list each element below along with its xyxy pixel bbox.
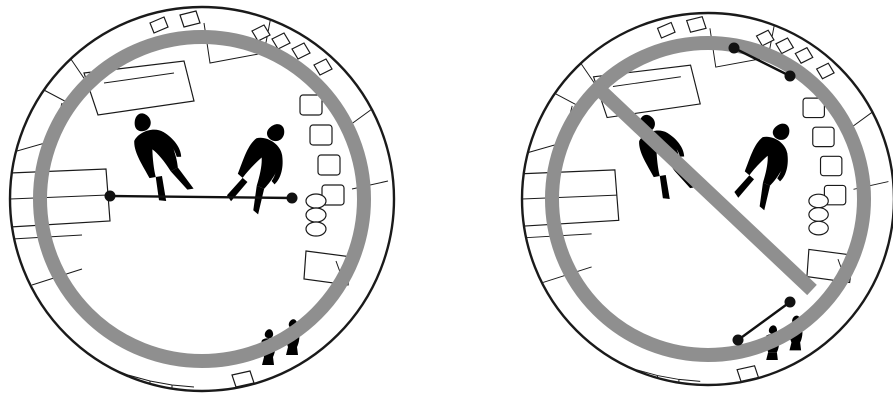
measurement-point xyxy=(287,193,298,204)
measurement-point xyxy=(729,43,740,54)
fisheye-view-left xyxy=(10,7,394,395)
measurement-point xyxy=(785,297,796,308)
measurement-point xyxy=(105,191,116,202)
measurement-point xyxy=(785,71,796,82)
measurement-point xyxy=(733,335,744,346)
fisheye-view-right xyxy=(522,13,893,389)
